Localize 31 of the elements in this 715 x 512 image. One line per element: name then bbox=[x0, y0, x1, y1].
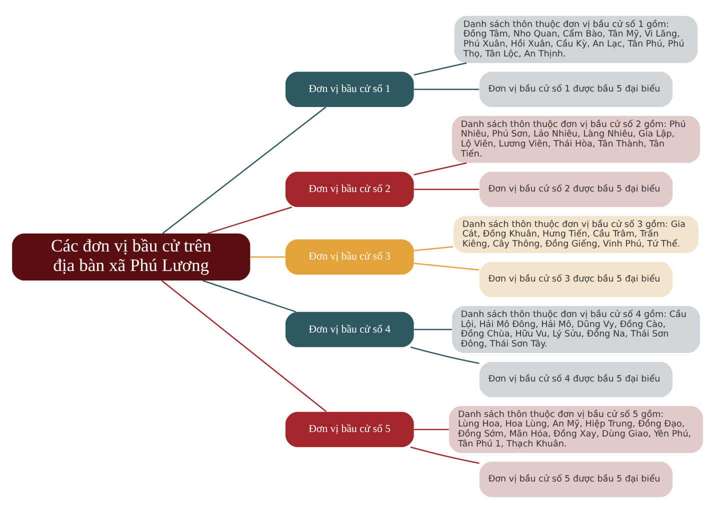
connector bbox=[414, 246, 454, 251]
connector bbox=[207, 206, 292, 234]
node-box: Đơn vị bầu cử số 1 bbox=[285, 71, 414, 107]
connector bbox=[250, 256, 286, 258]
connector bbox=[162, 106, 326, 234]
node-box: Đơn vị bầu cử số 3 được bầu 5 đại biểu bbox=[480, 261, 673, 297]
connector bbox=[414, 262, 480, 270]
node-box: Đơn vị bầu cử số 2 bbox=[285, 171, 414, 206]
connector bbox=[414, 428, 449, 430]
node-box: Danh sách thôn thuộc đơn vị bầu cử số 3 gồm: Gia Cát, Đồng Khuân, Hưng Tiến, Cầu Trâm, Trấn Kiêng, Cây Thông, Đồng Giếng, Vinh Phú, Tứ Thể. bbox=[454, 215, 699, 253]
node-box: Các đơn vị bầu cử trên địa bàn xã Phú Lương bbox=[12, 232, 250, 280]
connector bbox=[161, 280, 327, 412]
connector bbox=[414, 188, 480, 190]
connector bbox=[410, 346, 480, 364]
connector bbox=[414, 88, 480, 90]
connector bbox=[414, 62, 467, 75]
node-box: Đơn vị bầu cử số 3 bbox=[285, 238, 414, 274]
connector bbox=[414, 328, 452, 330]
node-box: Danh sách thôn thuộc đơn vị bầu cử số 1 gồm: Đồng Tâm, Nho Quan, Cẩm Bào, Tân Mỹ, Vi Lăng, Phú Xuân, Hồi Xuân, Cầu Kỳ, An Lạc, Tân Phú, Phú Thọ, Tân Lộc, An Thịnh. bbox=[454, 15, 698, 62]
node-box: Danh sách thôn thuộc đơn vị bầu cử số 4 gồm: Cầu Lội, Hải Mô Đông, Hải Mô, Dũng Vy, Đồng Cào, Đồng Chùa, Hữu Vu, Lý Sửu, Đồng Na, Thái Sơn Đông, Thái Sơn Tây. bbox=[452, 306, 700, 353]
node-box: Đơn vị bầu cử số 2 được bầu 5 đại biểu bbox=[480, 171, 673, 206]
node-box: Đơn vị bầu cử số 5 bbox=[285, 411, 414, 447]
connector bbox=[414, 162, 467, 175]
node-box: Đơn vị bầu cử số 5 được bầu 5 đại biểu bbox=[480, 461, 673, 497]
node-box: Đơn vị bầu cử số 1 được bầu 5 đại biểu bbox=[480, 71, 673, 107]
node-box: Đơn vị bầu cử số 4 được bầu 5 đại biểu bbox=[480, 361, 673, 397]
node-box: Danh sách thôn thuộc đơn vị bầu cử số 5 gồm: Lùng Hoa, Hoa Lùng, An Mỹ, Hiệp Trung, Đồng Đạo, Đồng Sớm, Mãn Hóa, Đồng Xay, Dùng Giao, Yên Phú, Tân Phú 1, Thạch Khuân. bbox=[449, 405, 703, 452]
connector bbox=[202, 279, 296, 312]
node-box: Đơn vị bầu cử số 4 bbox=[285, 311, 414, 347]
connector bbox=[410, 446, 480, 464]
node-box: Danh sách thôn thuộc đơn vị bầu cử số 2 gồm: Phú Nhiêu, Phú Sơn, Lảo Nhiêu, Làng Nhiêu, Gia Lập, Lộ Viên, Lương Viên, Thái Hòa, Tân Thành, Tân Tiến. bbox=[452, 115, 700, 162]
